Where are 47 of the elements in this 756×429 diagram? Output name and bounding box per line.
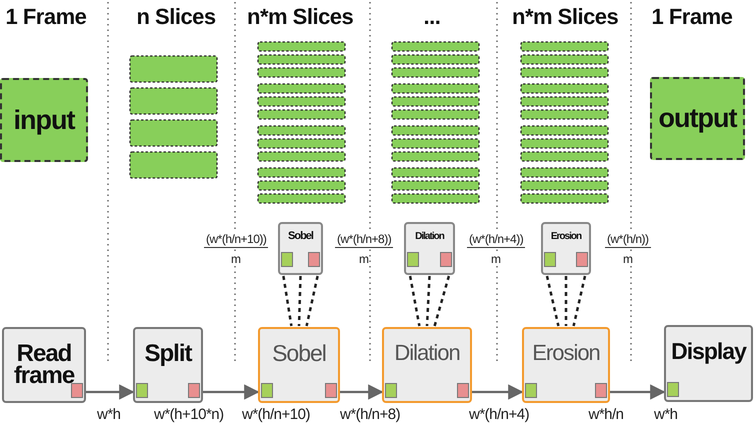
formula-denominator: m xyxy=(491,252,500,266)
dashed-line xyxy=(572,276,586,326)
arrow xyxy=(472,384,524,400)
node-label: Sobel xyxy=(272,343,326,364)
node-label: Read frame xyxy=(12,343,76,386)
arrow xyxy=(203,384,260,400)
dashed-line xyxy=(426,276,431,326)
node-label: Erosion xyxy=(532,343,600,363)
dashed-line xyxy=(282,276,293,326)
dashed-line xyxy=(305,276,319,326)
node-label: Dilation xyxy=(415,232,444,241)
parallel-stage-box xyxy=(522,327,610,403)
node-label: input xyxy=(14,108,74,132)
dashed-line xyxy=(433,276,450,326)
formula-denominator: m xyxy=(623,252,632,266)
process-box xyxy=(664,325,753,402)
formula-numerator: (w*(h/n+8)) xyxy=(335,232,394,248)
process-box xyxy=(2,327,86,403)
kernel-box xyxy=(541,222,591,275)
formula-numerator: (w*(h/n+10)) xyxy=(204,232,268,248)
node-label: Sobel xyxy=(288,232,313,242)
parallel-stage-box xyxy=(258,327,340,403)
node-label: output xyxy=(658,106,736,131)
data-size-label: w*(h/n+10) xyxy=(242,406,310,423)
node-label: Display xyxy=(671,341,746,362)
node-label: Dilation xyxy=(394,343,460,363)
node-label: Split xyxy=(144,343,192,365)
arrow xyxy=(610,384,666,400)
kernel-box xyxy=(278,222,323,275)
dashed-line xyxy=(546,276,560,326)
formula-numerator: (w*(h/n)) xyxy=(605,232,651,248)
data-size-label: w*(h+10*n) xyxy=(154,406,224,423)
data-size-label: w*(h/n+4) xyxy=(469,406,530,423)
arrow xyxy=(86,384,135,400)
kernel-box xyxy=(404,222,455,275)
parallel-stage-box xyxy=(382,327,472,403)
data-size-label: w*(h/n+8) xyxy=(340,406,400,423)
dashed-line xyxy=(408,276,421,326)
formula-numerator: (w*(h/n+4)) xyxy=(467,232,526,248)
arrow xyxy=(340,384,384,400)
dashed-line xyxy=(564,276,568,326)
process-box xyxy=(133,327,203,403)
formula-denominator: m xyxy=(231,252,240,266)
data-box xyxy=(650,77,745,160)
node-label: Erosion xyxy=(550,232,582,241)
dashed-line xyxy=(298,276,302,326)
data-box xyxy=(0,78,88,162)
